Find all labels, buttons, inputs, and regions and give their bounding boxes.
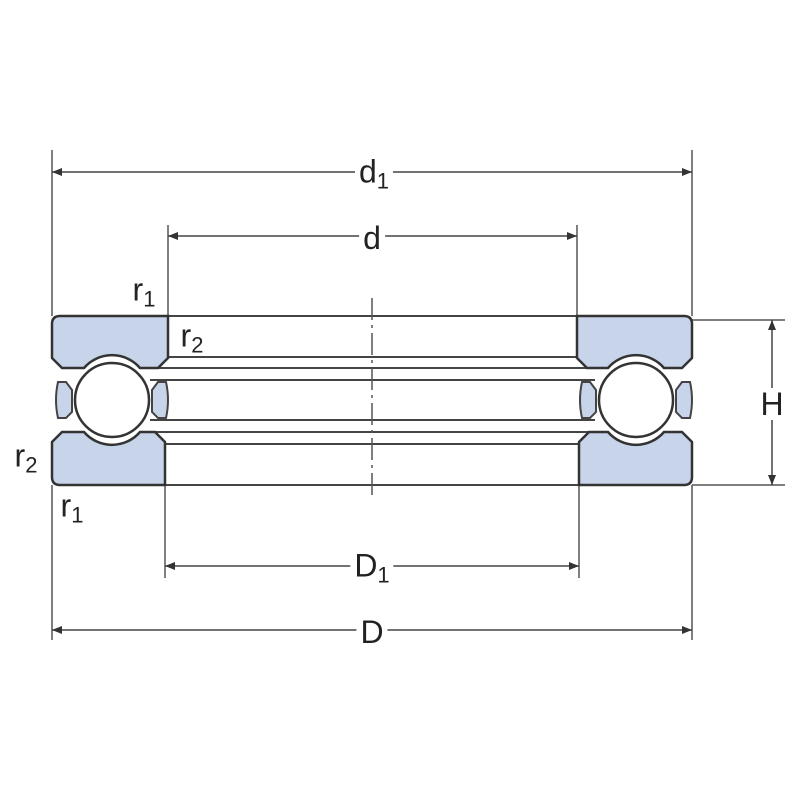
label-d: d: [359, 222, 385, 254]
label-r1-bottom: r1: [60, 487, 84, 528]
label-d1: d1: [354, 155, 394, 193]
ball-left: [73, 361, 151, 439]
extension-lines: [51, 150, 785, 640]
washers: [50, 314, 694, 487]
ball-right: [597, 361, 675, 439]
shaft-washer-right: [575, 314, 694, 370]
balls: [73, 361, 675, 439]
label-D1: D1: [350, 549, 394, 587]
label-H: H: [756, 388, 788, 420]
label-D: D: [356, 616, 388, 648]
shaft-washer-left: [50, 314, 170, 370]
label-r2-bottom: r2: [14, 437, 38, 478]
housing-washer-left: [50, 430, 167, 487]
housing-washer-right: [577, 430, 694, 487]
cage: [55, 381, 693, 419]
label-r2-top: r2: [180, 317, 204, 358]
label-r1-top: r1: [132, 271, 156, 312]
